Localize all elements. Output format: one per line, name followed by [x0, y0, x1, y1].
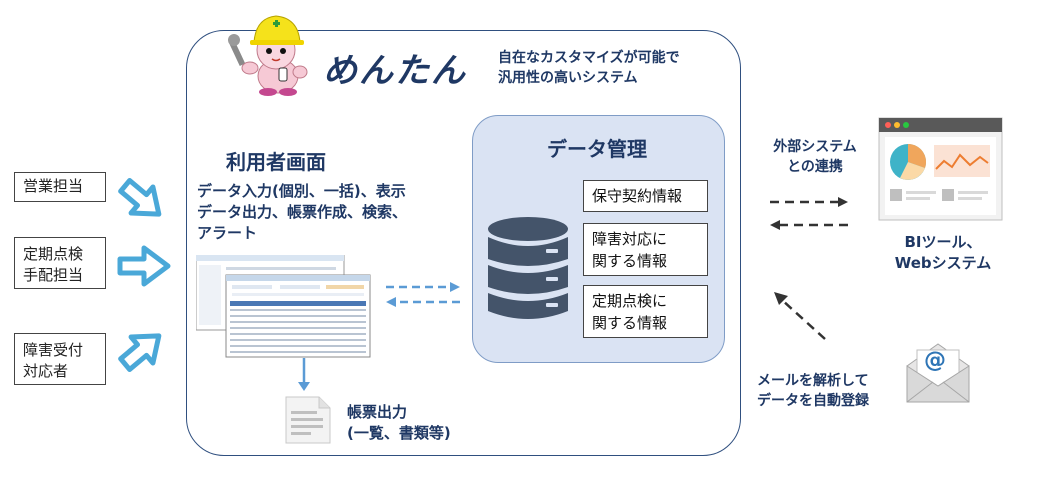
- external-system-label: 外部システム との連携: [760, 137, 870, 177]
- arrow-incident-icon: [118, 333, 162, 373]
- role-incident: 障害受付 対応者: [14, 333, 106, 385]
- external-sync-arrows-icon: [770, 197, 848, 230]
- bi-tools-label: BIツール、 Webシステム: [888, 232, 998, 274]
- report-output-label: 帳票出力 (一覧、書類等): [347, 402, 451, 444]
- mail-parse-line1: メールを解析して: [757, 373, 869, 389]
- role-inspection-line2: 手配担当: [23, 266, 84, 284]
- user-screen-title: 利用者画面: [226, 150, 326, 174]
- info-incident-line2: 関する情報: [592, 252, 668, 270]
- info-inspection-line2: 関する情報: [592, 314, 668, 332]
- data-management-title: データ管理: [547, 137, 647, 161]
- info-incident: 障害対応に 関する情報: [583, 223, 708, 276]
- bi-tools-line1: BIツール、: [904, 233, 982, 251]
- report-output-line1: 帳票出力: [347, 403, 408, 421]
- user-screen-feature-line3: アラート: [197, 224, 258, 242]
- role-incident-line2: 対応者: [23, 362, 69, 380]
- mascot-icon: [228, 15, 308, 96]
- role-inspection: 定期点検 手配担当: [14, 237, 106, 289]
- external-system-line1: 外部システム: [773, 139, 857, 155]
- user-screen-features: データ入力(個別、一括)、表示 データ出力、帳票作成、検索、 アラート: [197, 181, 407, 244]
- role-inspection-line1: 定期点検: [23, 245, 84, 263]
- arrow-sales-icon: [118, 177, 162, 217]
- info-incident-line1: 障害対応に: [592, 230, 668, 248]
- role-incident-line1: 障害受付: [23, 341, 84, 359]
- bi-dashboard-icon: [878, 117, 1003, 221]
- user-screen-feature-line2: データ出力、帳票作成、検索、: [197, 203, 408, 221]
- bi-tools-line2: Webシステム: [894, 254, 992, 272]
- role-sales: 営業担当: [14, 172, 106, 202]
- mail-at-symbol: @: [924, 348, 946, 373]
- info-maintenance-contract-line1: 保守契約情報: [592, 187, 683, 205]
- info-inspection-line1: 定期点検に: [592, 292, 668, 310]
- info-maintenance-contract: 保守契約情報: [583, 180, 708, 212]
- product-tagline-line2: 汎用性の高いシステム: [498, 70, 638, 86]
- product-tagline: 自在なカスタマイズが可能で 汎用性の高いシステム: [498, 48, 680, 88]
- mail-import-arrow-icon: [774, 292, 826, 340]
- mail-envelope-icon: [906, 343, 970, 403]
- product-tagline-line1: 自在なカスタマイズが可能で: [498, 50, 680, 66]
- mail-parse-label: メールを解析して データを自動登録: [757, 371, 869, 411]
- mail-parse-line2: データを自動登録: [757, 393, 869, 409]
- app-screenshot-thumbnail: [196, 255, 371, 358]
- database-icon: [488, 217, 568, 319]
- product-name: めんたん: [323, 51, 467, 91]
- user-screen-feature-line1: データ入力(個別、一括)、表示: [197, 182, 406, 200]
- sync-arrows-icon: [386, 282, 460, 307]
- arrow-inspection-icon: [117, 245, 171, 287]
- info-inspection: 定期点検に 関する情報: [583, 285, 708, 338]
- external-system-line2: との連携: [787, 159, 843, 175]
- report-output-line2: (一覧、書類等): [347, 424, 451, 442]
- report-document-icon: [285, 396, 331, 444]
- role-sales-label: 営業担当: [23, 177, 84, 195]
- down-arrow-icon: [298, 358, 310, 391]
